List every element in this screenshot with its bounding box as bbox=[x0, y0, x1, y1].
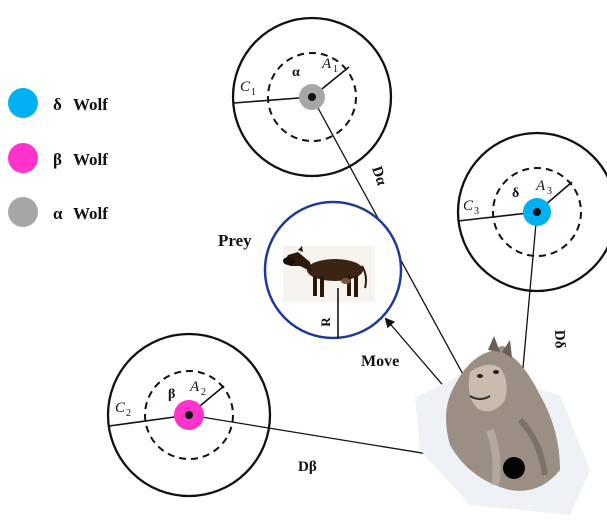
delta-c-label: C bbox=[463, 198, 474, 214]
beta-dashed-circle bbox=[144, 370, 234, 460]
beta-wolf-swatch bbox=[8, 143, 38, 173]
legend-item-beta: β Wolf bbox=[8, 143, 108, 173]
prey-group: Prey R bbox=[218, 200, 403, 340]
legend-delta-symbol: δ bbox=[53, 95, 62, 114]
alpha-dashed-circle bbox=[267, 52, 357, 142]
legend-alpha-symbol: α bbox=[53, 204, 63, 223]
alpha-greek-label: α bbox=[292, 65, 300, 80]
beta-a-subscript: 2 bbox=[201, 387, 206, 398]
delta-greek-label: δ bbox=[512, 186, 519, 201]
cow-image bbox=[283, 246, 375, 302]
alpha-c-label: C bbox=[240, 79, 251, 95]
alpha-a-subscript: 1 bbox=[333, 64, 338, 75]
beta-c-subscript: 2 bbox=[126, 408, 131, 419]
beta-outer-circle bbox=[106, 332, 272, 498]
alpha-a-label: A bbox=[321, 56, 332, 72]
delta-wolf-swatch bbox=[8, 88, 38, 118]
legend-alpha-label: Wolf bbox=[73, 204, 108, 223]
beta-wolf-group: β A 2 C 2 bbox=[106, 332, 272, 498]
alpha-wolf-center bbox=[308, 93, 316, 101]
alpha-c-radius bbox=[233, 96, 313, 104]
legend-delta-label: Wolf bbox=[73, 95, 108, 114]
search-wolf-position bbox=[503, 457, 525, 479]
legend-item-delta: δ Wolf bbox=[8, 88, 108, 118]
d-alpha-label: Dα bbox=[368, 164, 389, 188]
legend-item-alpha: α Wolf bbox=[8, 197, 108, 227]
d-beta-label: Dβ bbox=[298, 459, 317, 475]
beta-c-label: C bbox=[115, 400, 126, 416]
legend: δ Wolf β Wolf α Wolf bbox=[8, 88, 108, 227]
delta-wolf-center bbox=[533, 208, 541, 216]
prey-label: Prey bbox=[218, 231, 252, 250]
delta-dashed-circle bbox=[492, 167, 582, 257]
delta-wolf-group: δ A 3 C 3 bbox=[456, 131, 607, 293]
delta-a-subscript: 3 bbox=[547, 186, 552, 197]
alpha-outer-circle bbox=[231, 16, 393, 178]
beta-greek-label: β bbox=[168, 387, 175, 402]
prey-radius-label: R bbox=[318, 317, 333, 327]
delta-a-label: A bbox=[535, 178, 546, 194]
alpha-c-subscript: 1 bbox=[251, 87, 256, 98]
legend-beta-symbol: β bbox=[53, 150, 62, 169]
beta-wolf-center bbox=[185, 411, 193, 419]
alpha-wolf-swatch bbox=[8, 197, 38, 227]
d-delta-label: Dδ bbox=[551, 330, 568, 349]
search-wolf-image bbox=[415, 336, 590, 515]
alpha-wolf-group: α A 1 C 1 bbox=[231, 16, 393, 178]
delta-c-subscript: 3 bbox=[474, 206, 479, 217]
move-label: Move bbox=[361, 353, 399, 370]
beta-a-label: A bbox=[189, 379, 200, 395]
legend-beta-label: Wolf bbox=[73, 150, 108, 169]
delta-outer-circle bbox=[456, 131, 607, 293]
